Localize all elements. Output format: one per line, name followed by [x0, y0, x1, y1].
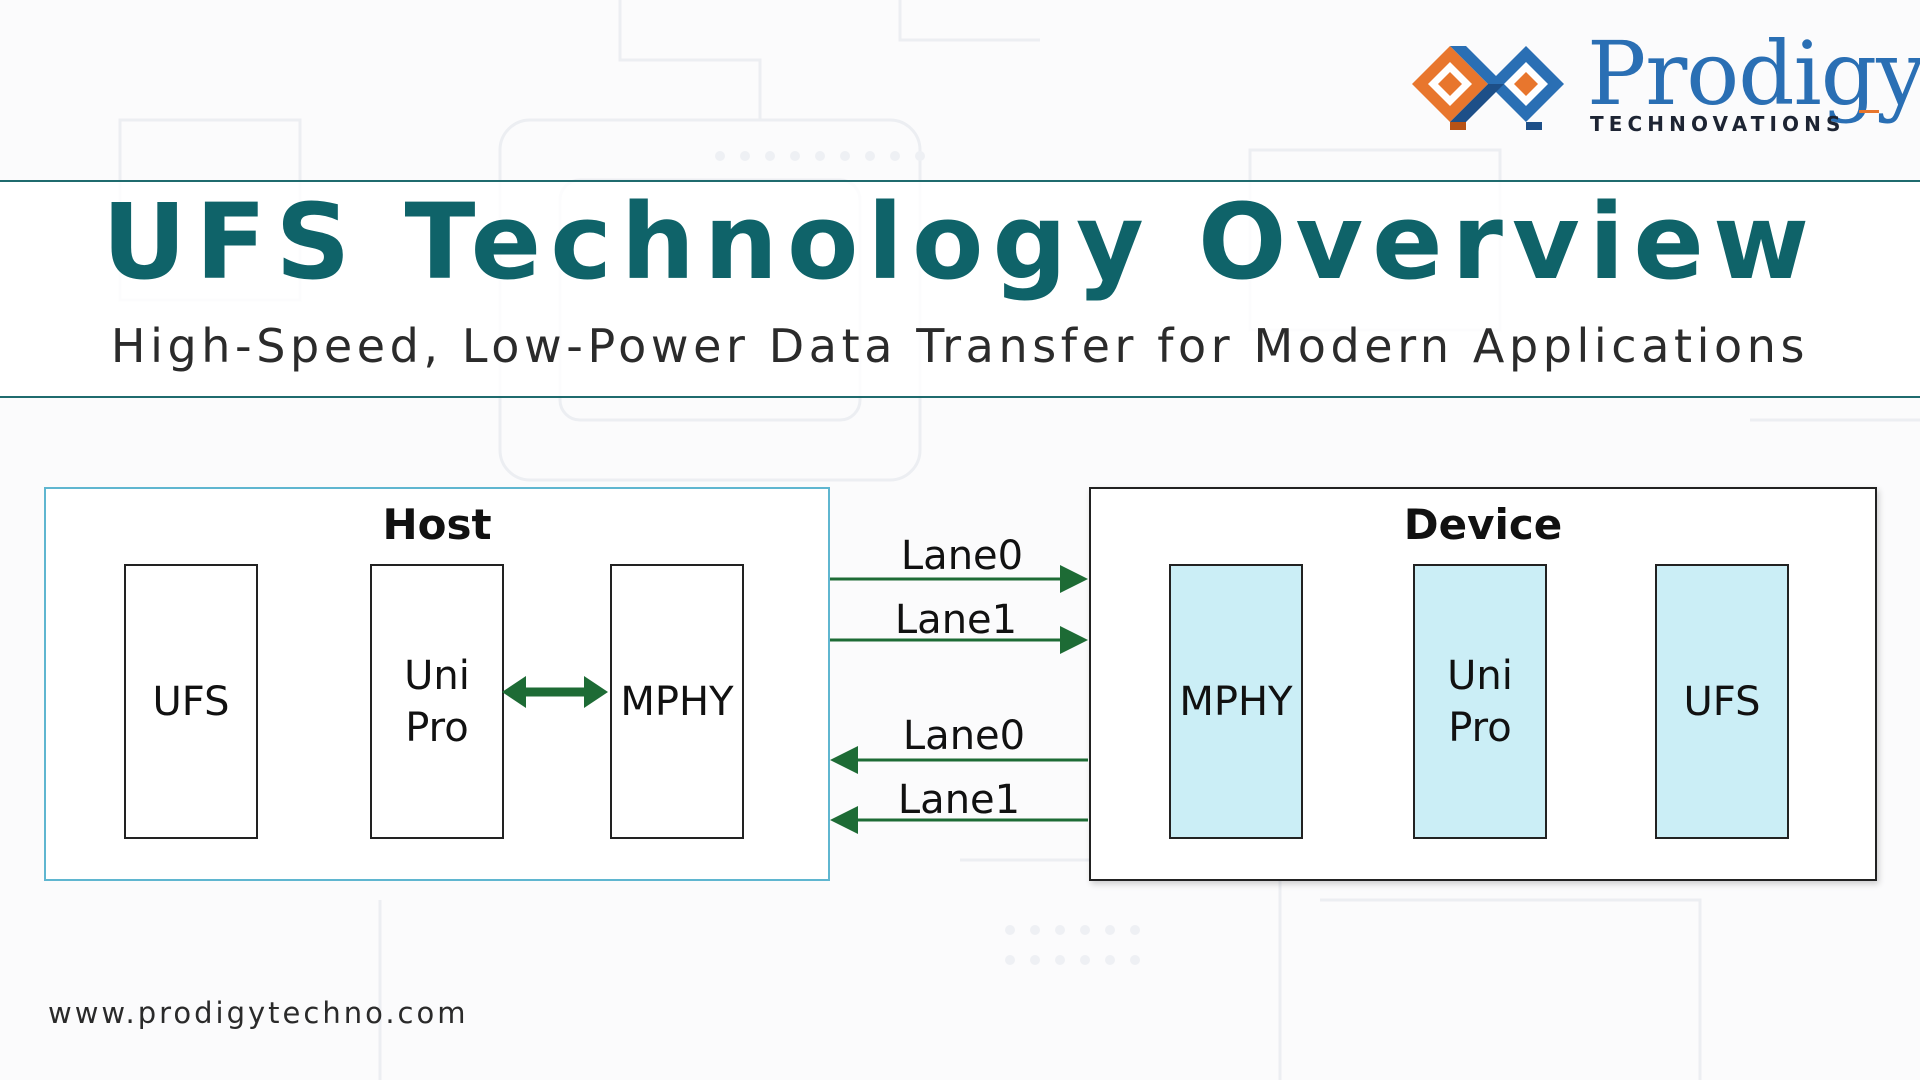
prodigy-logo: Prodigy TECHNOVATIONS [1410, 24, 1920, 144]
rx-lane1-arrow [830, 806, 1088, 834]
host-ufs-block: UFS [124, 564, 258, 839]
host-unipro-label-line2: Pro [405, 704, 469, 751]
device-panel: Device MPHY Uni Pro UFS [1089, 487, 1877, 881]
logo-accent-dash [1859, 110, 1879, 113]
tx-lane1-arrow [830, 626, 1088, 654]
tx-lane0-label: Lane0 [900, 533, 1024, 579]
prodigy-logo-mark-icon [1412, 46, 1564, 130]
device-mphy-block: MPHY [1169, 564, 1303, 839]
device-title: Device [1403, 500, 1563, 549]
device-mphy-label: MPHY [1179, 678, 1293, 725]
rx-lane0-label: Lane0 [902, 713, 1026, 759]
rx-lane0-arrow [830, 746, 1088, 774]
logo-tagline: TECHNOVATIONS [1590, 112, 1846, 136]
host-panel: Host UFS Uni Pro MPHY [44, 487, 830, 881]
tx-lane1-label: Lane1 [894, 597, 1018, 643]
rx-lane1-label: Lane1 [897, 777, 1021, 823]
title-bottom-rule [0, 396, 1920, 398]
page-subtitle: High-Speed, Low-Power Data Transfer for … [110, 319, 1810, 373]
device-ufs-label: UFS [1683, 678, 1761, 725]
device-ufs-block: UFS [1655, 564, 1789, 839]
unipro-mphy-bidirectional-arrow [502, 676, 608, 708]
title-top-rule [0, 180, 1920, 182]
page-title: UFS Technology Overview [101, 181, 1819, 303]
host-title: Host [382, 500, 492, 549]
host-unipro-block: Uni Pro [370, 564, 504, 839]
host-mphy-label: MPHY [620, 678, 734, 725]
footer-website-link[interactable]: www.prodigytechno.com [48, 996, 469, 1030]
logo-wordmark: Prodigy [1587, 22, 1920, 125]
host-ufs-label: UFS [152, 678, 230, 725]
title-band [0, 181, 1920, 396]
device-unipro-label-line2: Pro [1448, 704, 1512, 751]
tx-lane0-arrow [830, 565, 1088, 593]
device-unipro-label-line1: Uni [1447, 652, 1513, 699]
device-unipro-block: Uni Pro [1413, 564, 1547, 839]
host-unipro-label-line1: Uni [404, 652, 470, 699]
host-mphy-block: MPHY [610, 564, 744, 839]
